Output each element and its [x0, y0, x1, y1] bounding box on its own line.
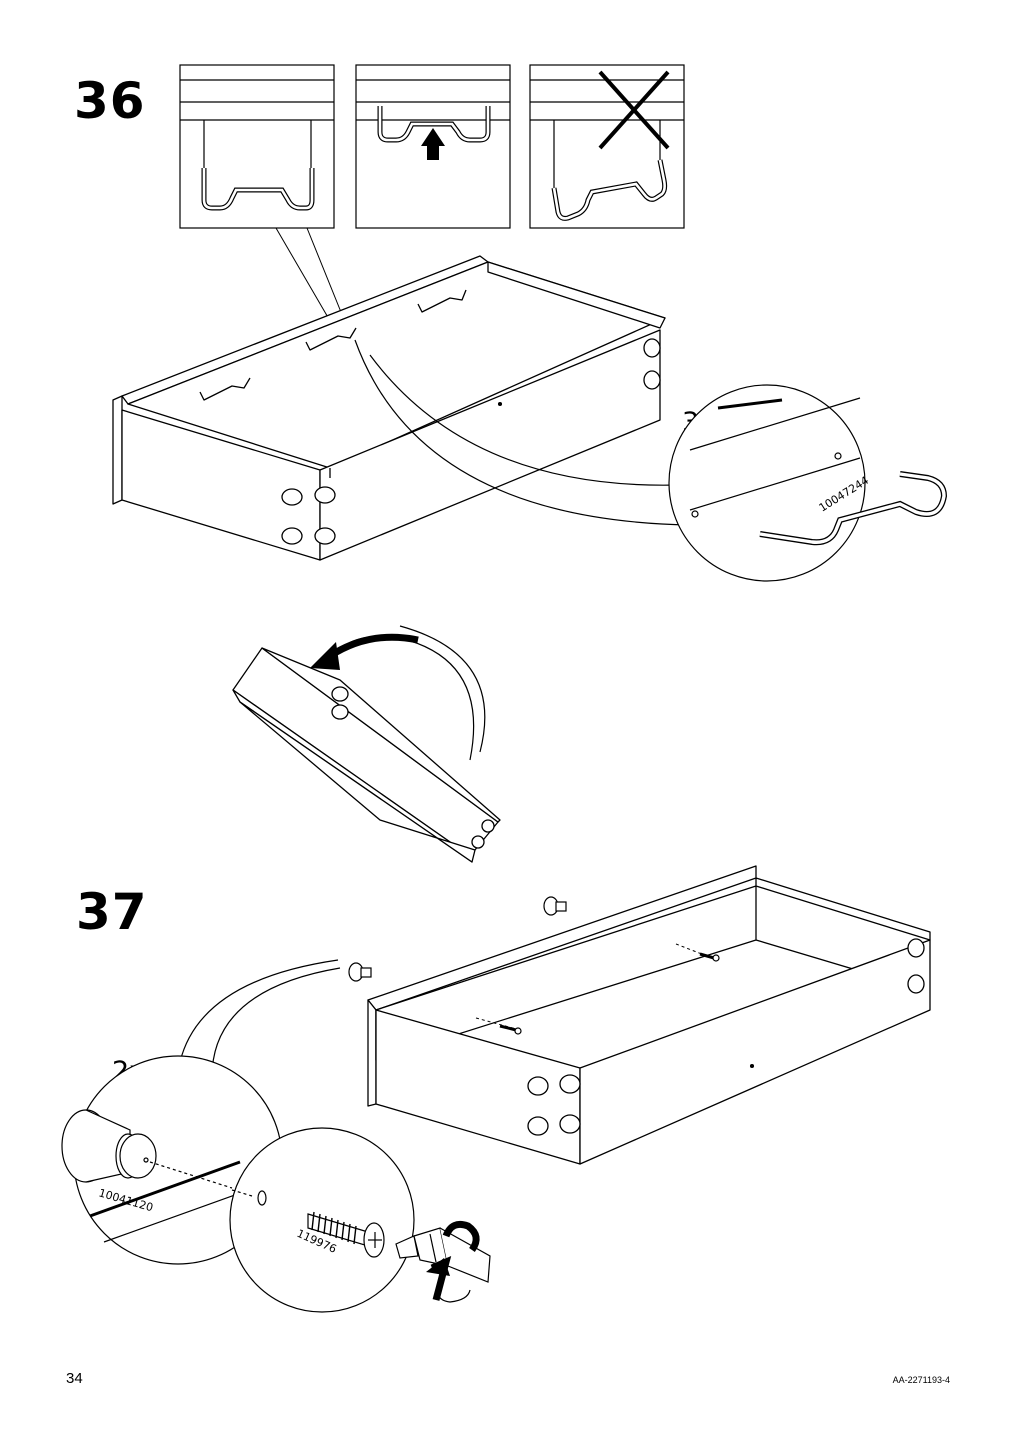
- drawer-37: [367, 865, 931, 1165]
- drawer-36: [112, 255, 666, 561]
- turn-arrow-icon: [426, 1220, 480, 1303]
- rotate-arrow: [310, 625, 486, 761]
- zoom-circle-screw: [229, 1127, 415, 1313]
- detail-panel-correct-1: [179, 64, 335, 229]
- page-number: 34: [66, 1370, 83, 1387]
- step-37-number: 37: [76, 883, 148, 941]
- detail-panel-incorrect: [529, 64, 685, 229]
- knob-small-icons: [348, 896, 567, 982]
- zoom-circle-handle: [668, 384, 948, 582]
- cross-out-icon: [598, 70, 670, 150]
- step-36-number: 36: [74, 72, 146, 130]
- document-code: AA-2271193-4: [892, 1375, 950, 1385]
- drawer-flip: [232, 647, 501, 863]
- push-up-arrow: [421, 128, 445, 160]
- screw-icons: [499, 952, 720, 1035]
- detail-panel-correct-2: [355, 64, 511, 229]
- screwdriver-icon: [395, 1227, 491, 1283]
